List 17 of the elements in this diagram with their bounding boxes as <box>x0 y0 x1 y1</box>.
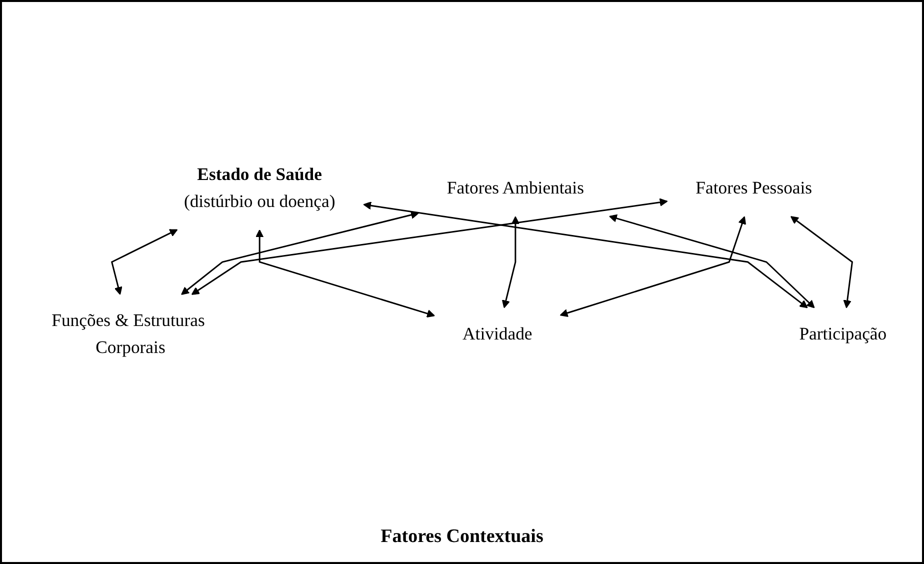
arrow <box>560 216 746 317</box>
group-caption: Fatores Contextuais <box>380 526 544 548</box>
arrow <box>181 210 419 295</box>
arrow <box>608 214 815 308</box>
arrow <box>256 229 435 318</box>
arrow <box>502 216 520 308</box>
node-text: Estado de Saúde (distúrbio ou doença) <box>184 165 336 212</box>
node-text: Fatores Ambientais <box>446 178 584 198</box>
diagram: Estado de Saúde (distúrbio ou doença) Funções & Estruturas Corporais Atividade Participação Fatores Ambientais Fatores Pessoais <box>2 141 922 383</box>
arrow <box>110 229 178 295</box>
arrow <box>363 202 808 308</box>
node-text: Atividade <box>462 324 532 344</box>
arrow <box>191 198 668 295</box>
arrow <box>790 216 854 308</box>
node-text: Fatores Pessoais <box>696 178 812 198</box>
node-text: Participação <box>799 324 887 344</box>
node-text: Funções & Estruturas Corporais <box>52 311 205 358</box>
